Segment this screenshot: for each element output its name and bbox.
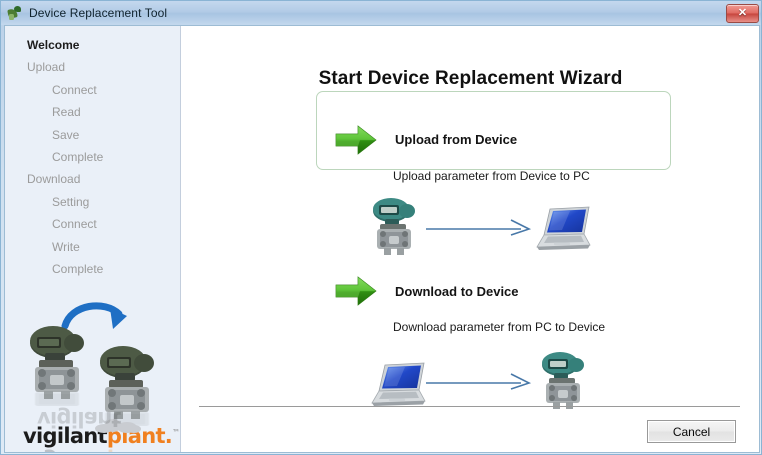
logo-ghost-text: vigilant — [37, 407, 121, 431]
blue-arrow-icon — [426, 219, 532, 236]
sidebar-item-download-connect[interactable]: Connect — [52, 217, 97, 232]
download-description: Download parameter from PC to Device — [393, 320, 606, 334]
window-title: Device Replacement Tool — [29, 6, 168, 20]
logo-vigilant: vigilant — [23, 424, 108, 448]
download-heading: Download to Device — [395, 284, 519, 299]
footer-divider — [199, 406, 740, 407]
upload-option-box[interactable] — [316, 91, 671, 170]
download-flow-row — [182, 352, 759, 412]
sidebar-item-upload[interactable]: Upload — [27, 60, 66, 75]
device-reflection — [35, 392, 79, 406]
green-right-arrow-icon[interactable] — [334, 124, 378, 156]
title-bar: Device Replacement Tool ✕ — [1, 1, 761, 25]
wizard-step-list: Welcome Upload Connect Read Save Complet… — [5, 34, 180, 280]
device-replacement-illustration — [5, 298, 180, 426]
green-right-arrow-icon[interactable] — [334, 275, 378, 307]
page-title: Start Device Replacement Wizard — [318, 68, 623, 89]
client-area: Welcome Upload Connect Read Save Complet… — [4, 25, 760, 453]
device-tool-icon — [7, 5, 23, 21]
sidebar-item-welcome[interactable]: Welcome — [27, 38, 80, 52]
cancel-button[interactable]: Cancel — [647, 420, 736, 443]
device-image-new — [100, 346, 154, 419]
logo-trademark: ™ — [172, 428, 180, 437]
device-image-old — [30, 326, 84, 399]
sidebar-item-download-write[interactable]: Write — [52, 239, 80, 254]
close-button[interactable]: ✕ — [726, 4, 759, 23]
device-image — [373, 198, 415, 255]
main-content: Start Device Replacement Wizard Upload f… — [182, 26, 759, 452]
wizard-steps-sidebar: Welcome Upload Connect Read Save Complet… — [5, 26, 181, 452]
sidebar-item-download-complete[interactable]: Complete — [52, 261, 104, 276]
sidebar-item-download[interactable]: Download — [27, 172, 81, 187]
device-image — [542, 352, 584, 409]
sidebar-item-download-setting[interactable]: Setting — [52, 194, 90, 209]
sidebar-item-upload-connect[interactable]: Connect — [52, 82, 97, 97]
laptop-image — [371, 362, 426, 406]
curved-arrow-icon — [61, 302, 127, 330]
laptop-image — [536, 206, 591, 250]
upload-heading: Upload from Device — [395, 132, 518, 147]
upload-description: Upload parameter from Device to PC — [393, 169, 590, 183]
upload-flow-row — [182, 198, 759, 258]
blue-arrow-icon — [426, 373, 532, 390]
logo-ghost: vigilant — [37, 407, 121, 431]
sidebar-item-upload-read[interactable]: Read — [52, 105, 81, 120]
sidebar-item-upload-save[interactable]: Save — [52, 127, 80, 142]
vigilantplant-logo: vigilantplant.™ vigilantplant. vigilant — [23, 407, 180, 452]
logo-reflection: vigilantplant. — [23, 449, 172, 452]
logo-vigilant-reflected: vigilant — [23, 449, 107, 452]
sidebar-item-upload-complete[interactable]: Complete — [52, 149, 104, 164]
cloud-icon — [95, 419, 141, 433]
logo-plant-reflected: plant. — [107, 449, 172, 452]
close-icon: ✕ — [737, 7, 748, 19]
